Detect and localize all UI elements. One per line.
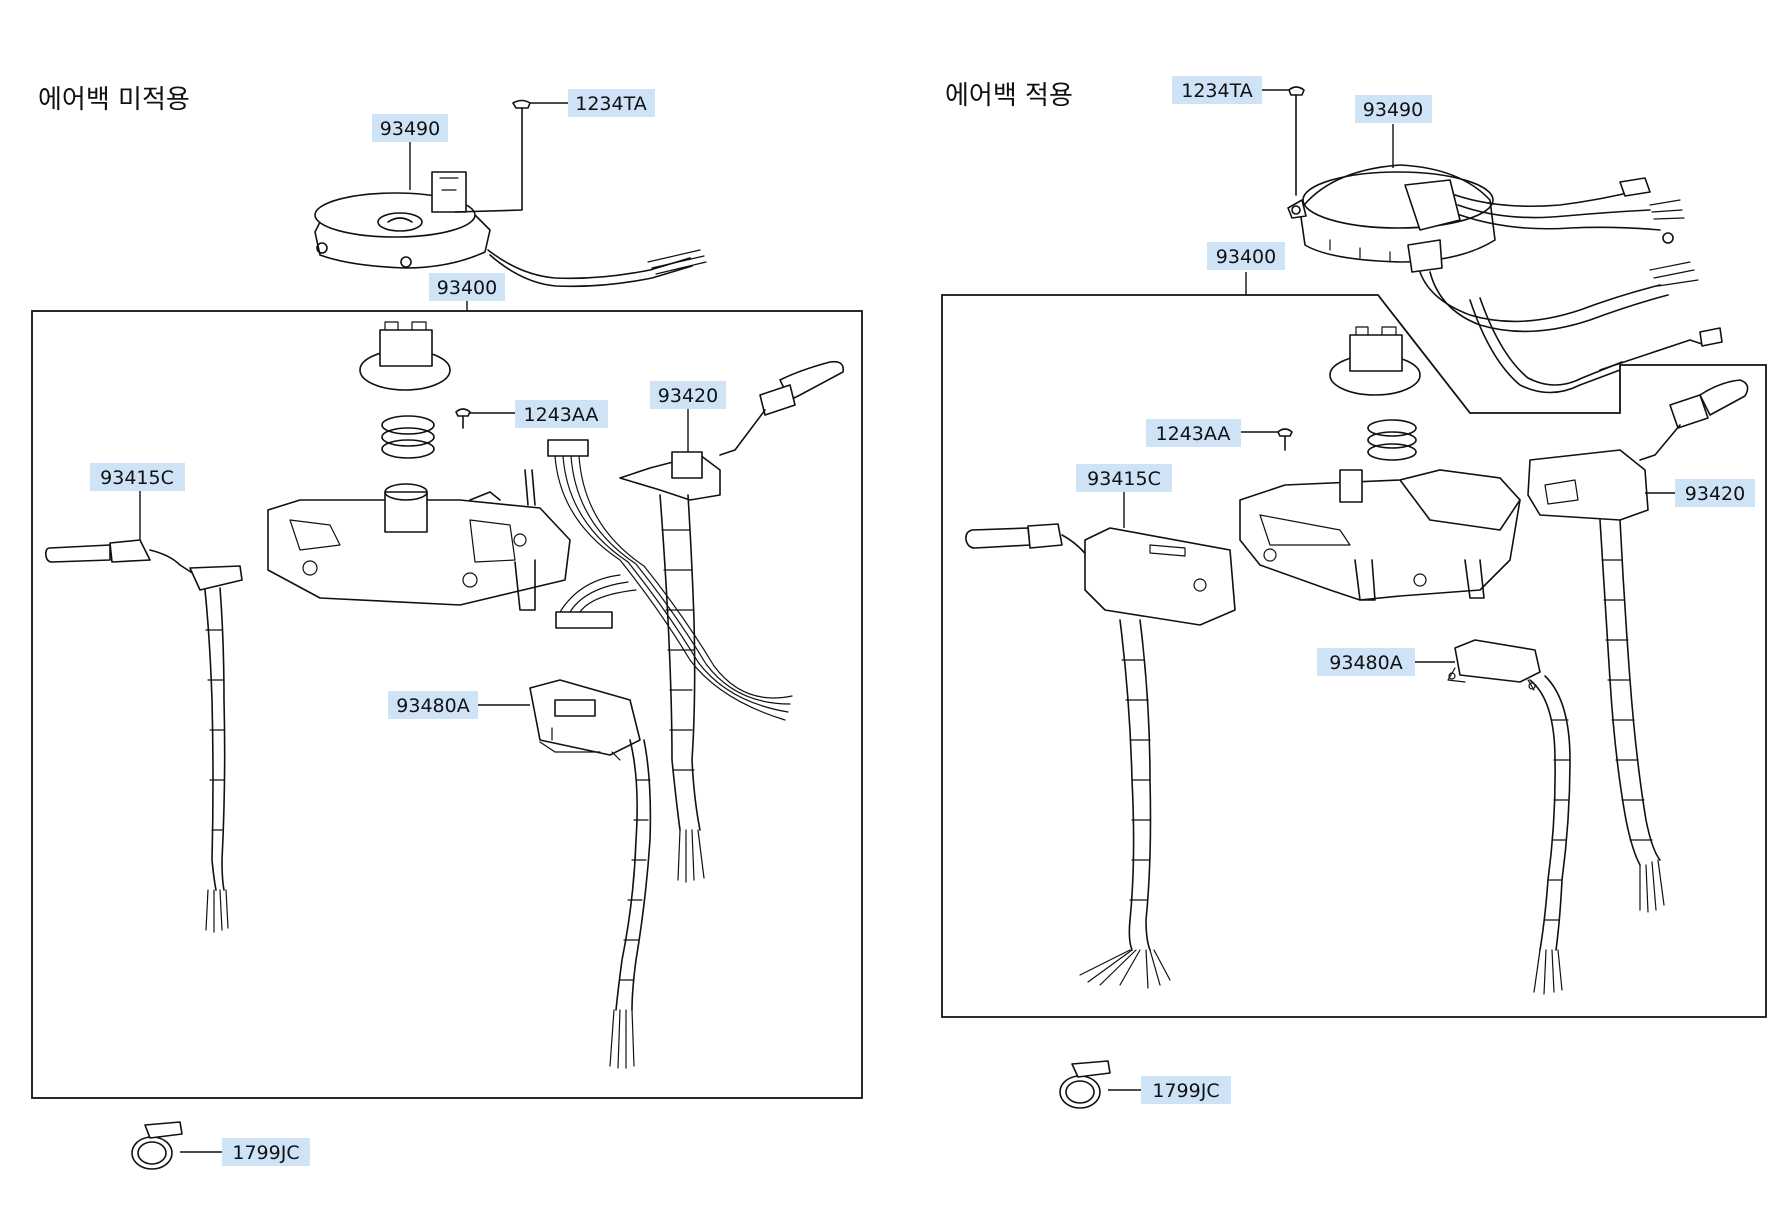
- right-label-1234ta: 1234TA: [1172, 76, 1262, 104]
- svg-text:93480A: 93480A: [396, 695, 469, 717]
- left-label-1243aa: 1243AA: [515, 400, 608, 428]
- svg-text:1799JC: 1799JC: [1152, 1080, 1219, 1102]
- right-label-93415c: 93415C: [1076, 464, 1172, 492]
- left-label-93420: 93420: [650, 381, 726, 409]
- svg-text:93490: 93490: [380, 118, 440, 140]
- left-label-93415c: 93415C: [90, 463, 185, 491]
- right-clamp-1799jc: [1059, 1060, 1111, 1109]
- right-screw-1243aa: [1277, 428, 1293, 451]
- left-label-93480a: 93480A: [388, 691, 478, 719]
- svg-text:1243AA: 1243AA: [524, 404, 599, 426]
- right-label-1243aa: 1243AA: [1146, 419, 1241, 447]
- svg-text:93400: 93400: [1216, 246, 1276, 268]
- right-label-93490: 93490: [1355, 95, 1432, 123]
- left-turn-signal-switch: [45, 539, 243, 933]
- left-module-93480a: [529, 679, 652, 1069]
- svg-text:93415C: 93415C: [1087, 468, 1161, 490]
- right-label-93420: 93420: [1675, 479, 1755, 507]
- left-screw-1243aa: [455, 408, 471, 429]
- left-screw-1234ta: [454, 99, 531, 213]
- left-label-93400: 93400: [429, 273, 505, 301]
- right-turn-signal-switch: [965, 523, 1236, 989]
- left-label-1799jc: 1799JC: [222, 1138, 310, 1166]
- right-assembly-frame: [941, 294, 1767, 1018]
- svg-text:1234TA: 1234TA: [575, 93, 646, 115]
- svg-text:93480A: 93480A: [1329, 652, 1402, 674]
- left-label-1234ta: 1234TA: [568, 89, 655, 117]
- left-panel: 에어백 미적용: [31, 85, 863, 1170]
- left-label-93490: 93490: [372, 114, 448, 142]
- left-heading: 에어백 미적용: [38, 85, 190, 115]
- svg-text:93490: 93490: [1363, 99, 1423, 121]
- left-assembly-frame: [31, 310, 863, 1099]
- left-switch-body: [267, 321, 793, 721]
- right-wiper-switch: [1527, 379, 1749, 913]
- svg-text:1234TA: 1234TA: [1181, 80, 1252, 102]
- right-screw-1234ta: [1288, 86, 1305, 196]
- right-module-93480a: [1447, 639, 1571, 995]
- left-clamp-1799jc: [131, 1121, 183, 1170]
- svg-text:93420: 93420: [658, 385, 718, 407]
- right-clock-spring: [1287, 164, 1723, 394]
- right-label-1799jc: 1799JC: [1141, 1076, 1231, 1104]
- svg-text:1243AA: 1243AA: [1156, 423, 1231, 445]
- right-panel: 에어백 적용: [941, 76, 1767, 1109]
- svg-text:93400: 93400: [437, 277, 497, 299]
- svg-text:1799JC: 1799JC: [232, 1142, 299, 1164]
- right-label-93480a: 93480A: [1317, 648, 1415, 676]
- svg-text:93415C: 93415C: [100, 467, 174, 489]
- left-wiper-switch: [619, 360, 845, 883]
- left-clock-spring: [314, 171, 707, 288]
- svg-text:93420: 93420: [1685, 483, 1745, 505]
- right-heading: 에어백 적용: [945, 81, 1073, 111]
- right-label-93400: 93400: [1207, 242, 1285, 270]
- right-switch-body: [1239, 326, 1521, 601]
